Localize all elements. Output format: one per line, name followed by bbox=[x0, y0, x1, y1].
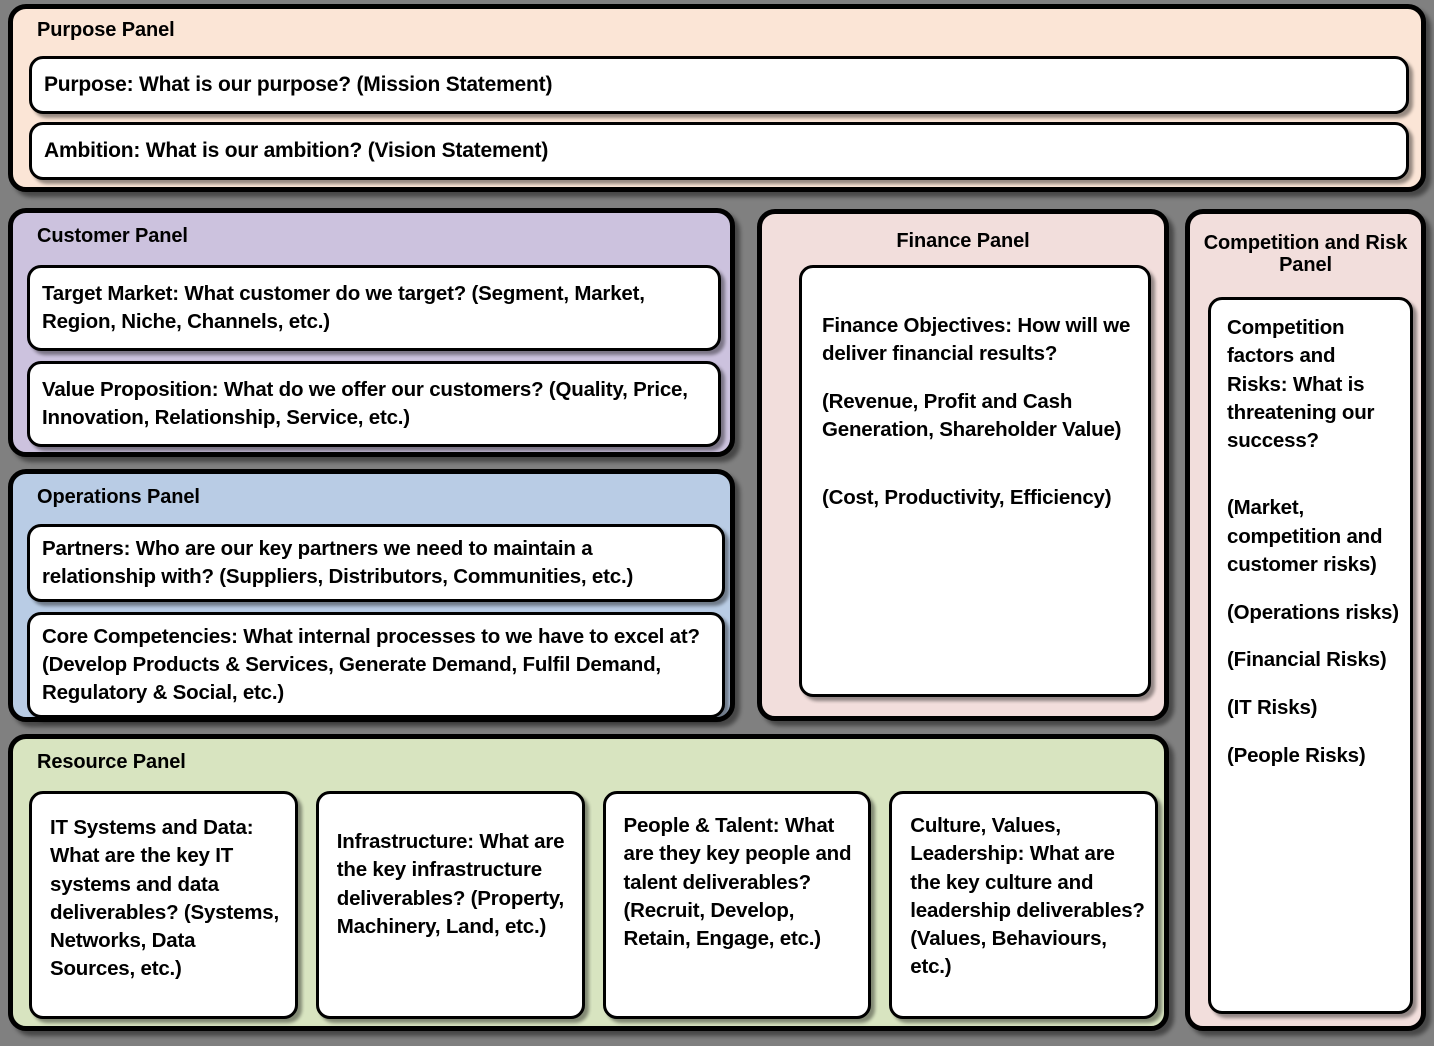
operations-panel-title: Operations Panel bbox=[37, 486, 200, 508]
ambition-card-text: Ambition: What is our ambition? (Vision … bbox=[44, 138, 549, 162]
finance-panel-title: Finance Panel bbox=[896, 230, 1030, 252]
finance-panel: Finance Panel Finance Objectives: How wi… bbox=[757, 209, 1169, 721]
operations-panel: Operations Panel Partners: Who are our k… bbox=[8, 469, 735, 722]
target-market-card-text: Target Market: What customer do we targe… bbox=[42, 281, 645, 333]
infrastructure-card[interactable]: Infrastructure: What are the key infrast… bbox=[315, 791, 585, 1019]
finance-objectives-card[interactable]: Finance Objectives: How will we deliver … bbox=[799, 265, 1151, 697]
customer-panel-title: Customer Panel bbox=[37, 225, 188, 247]
infrastructure-card-text: Infrastructure: What are the key infrast… bbox=[336, 830, 565, 938]
purpose-card-text: Purpose: What is our purpose? (Mission S… bbox=[44, 72, 553, 96]
competition-factors-and-risks-card[interactable]: Competition factors and Risks: What is t… bbox=[1208, 297, 1413, 1014]
resource-card-row: IT Systems and Data: What are the key IT… bbox=[29, 791, 1158, 1019]
competition-and-risk-panel: Competition and Risk Panel Competition f… bbox=[1185, 209, 1426, 1031]
value-proposition-card-text: Value Proposition: What do we offer our … bbox=[42, 377, 688, 429]
purpose-card[interactable]: Purpose: What is our purpose? (Mission S… bbox=[29, 56, 1409, 114]
culture-values-leadership-card-text: Culture, Values, Leadership: What are th… bbox=[910, 814, 1145, 979]
ambition-card[interactable]: Ambition: What is our ambition? (Vision … bbox=[29, 122, 1409, 180]
competition-factors-and-risks-card-text: Competition factors and Risks: What is t… bbox=[1227, 316, 1399, 767]
partners-card[interactable]: Partners: Who are our key partners we ne… bbox=[27, 524, 725, 602]
purpose-panel-title: Purpose Panel bbox=[37, 19, 175, 41]
people-and-talent-card-text: People & Talent: What are they key peopl… bbox=[623, 814, 852, 951]
it-systems-and-data-card-text: IT Systems and Data: What are the key IT… bbox=[50, 816, 279, 981]
value-proposition-card[interactable]: Value Proposition: What do we offer our … bbox=[27, 361, 721, 447]
people-and-talent-card[interactable]: People & Talent: What are they key peopl… bbox=[602, 791, 872, 1019]
finance-objectives-card-text: Finance Objectives: How will we deliver … bbox=[822, 314, 1131, 509]
customer-panel: Customer Panel Target Market: What custo… bbox=[8, 208, 735, 457]
it-systems-and-data-card[interactable]: IT Systems and Data: What are the key IT… bbox=[29, 791, 298, 1019]
core-competencies-card-text: Core Competencies: What internal process… bbox=[42, 624, 700, 705]
resource-panel: Resource Panel IT Systems and Data: What… bbox=[8, 734, 1169, 1031]
resource-panel-title: Resource Panel bbox=[37, 751, 186, 773]
culture-values-leadership-card[interactable]: Culture, Values, Leadership: What are th… bbox=[889, 791, 1158, 1019]
competition-and-risk-panel-title: Competition and Risk Panel bbox=[1203, 232, 1408, 276]
purpose-panel: Purpose Panel Purpose: What is our purpo… bbox=[8, 4, 1426, 192]
partners-card-text: Partners: Who are our key partners we ne… bbox=[42, 536, 634, 588]
target-market-card[interactable]: Target Market: What customer do we targe… bbox=[27, 265, 721, 351]
core-competencies-card[interactable]: Core Competencies: What internal process… bbox=[27, 612, 725, 718]
